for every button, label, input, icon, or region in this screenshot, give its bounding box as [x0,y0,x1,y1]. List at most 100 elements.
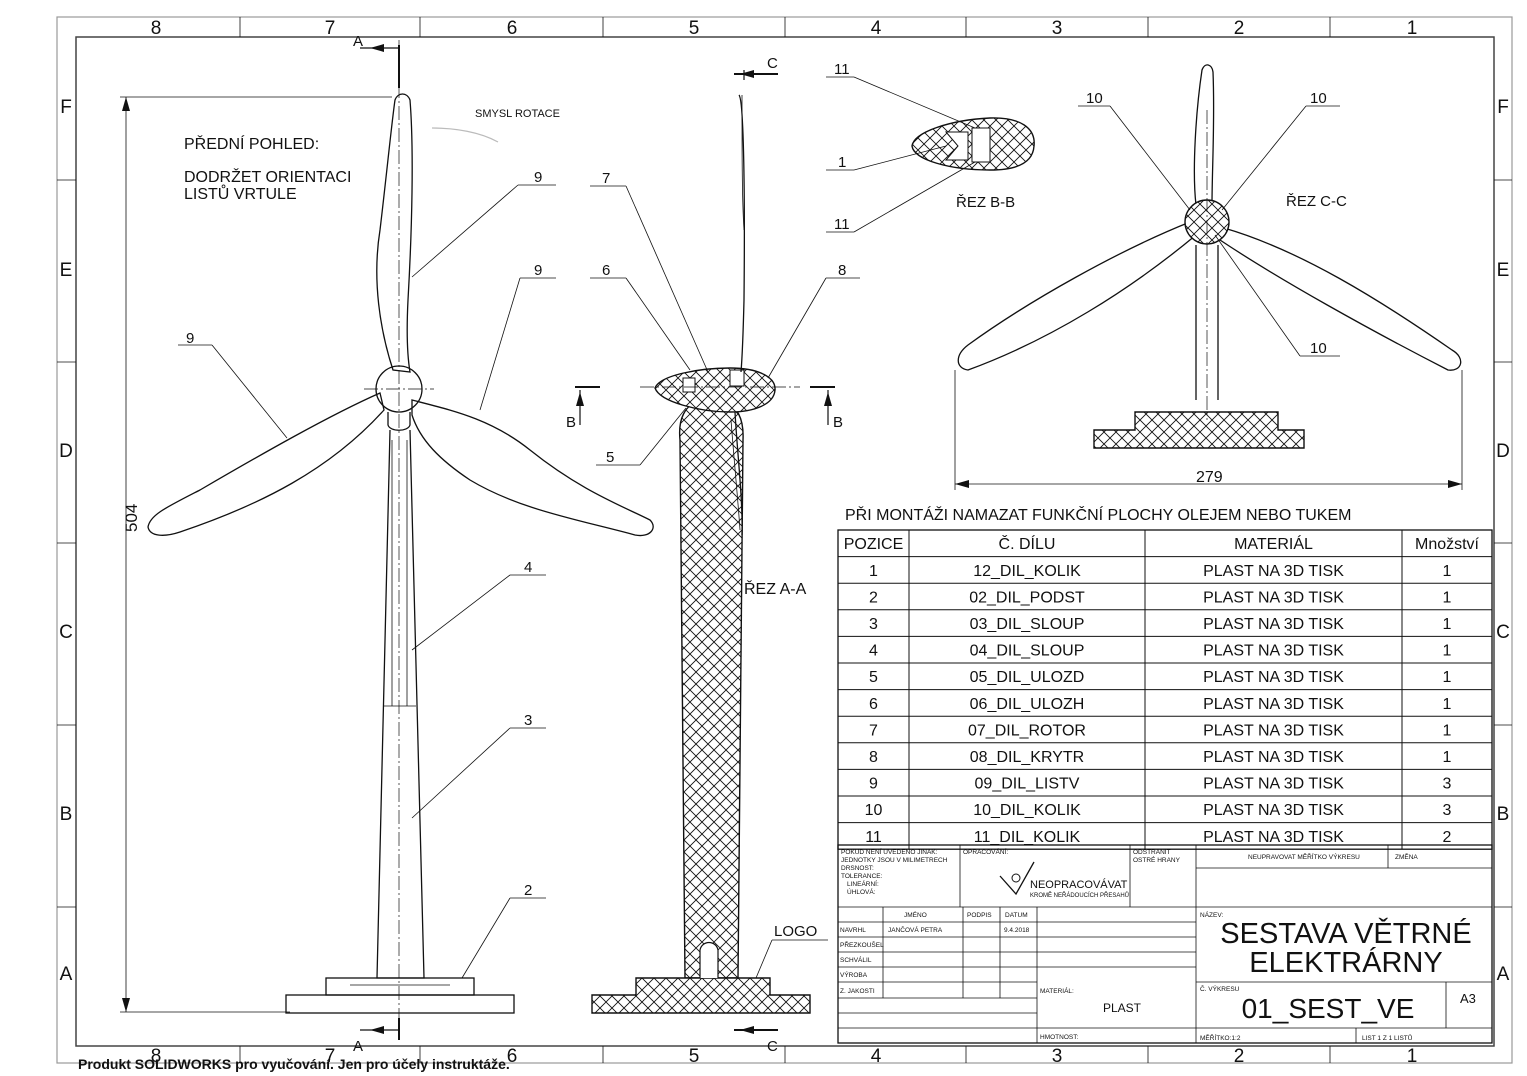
bom-cell-r4-c3: 1 [1443,669,1452,686]
zone-row-e-right: E [1497,260,1510,281]
assembly-note: PŘI MONTÁŽI NAMAZAT FUNKČNÍ PLOCHY OLEJE… [845,505,1351,524]
callout-10-b: 10 [1310,90,1327,107]
tb-sheet: LIST 1 Z 1 LISTŮ [1362,1033,1413,1042]
bom-cell-r0-c3: 1 [1443,563,1452,580]
tb-units-4: TOLERANCE: [841,873,883,880]
section-a-blade-top [738,94,745,373]
bom-cell-r8-c1: 09_DIL_LISTV [975,776,1080,793]
bom-cell-r3-c1: 04_DIL_SLOUP [970,643,1085,660]
section-c-c: 279 10 10 10 ŘEZ C-C [954,64,1463,490]
section-a-a: B B C C ŘEZ A-A 6 7 8 5 LOGO [566,55,860,1055]
bom-header-3: Množství [1415,536,1480,553]
bom-cell-r10-c2: PLAST NA 3D TISK [1203,829,1344,846]
bom-cell-r4-c0: 5 [869,669,878,686]
tb-title-label: NÁZEV: [1200,910,1223,919]
bom-cell-r7-c3: 1 [1443,749,1452,766]
tb-material-value: PLAST [1103,1001,1142,1015]
tb-change: ZMĚNA [1395,852,1418,861]
bom-cell-r3-c2: PLAST NA 3D TISK [1203,643,1344,660]
tb-col-name: JMÉNO [904,910,927,919]
tb-units-5: LINEÁRNÍ: [847,879,879,888]
rotation-label: SMYSL ROTACE [475,108,560,120]
section-c-c-label: ŘEZ C-C [1286,193,1347,210]
tb-finish-sub: KROMĚ NEŘÁDOUCÍCH PŘESAHŮ [1030,891,1129,899]
bom-cell-r1-c3: 1 [1443,589,1452,606]
section-a-a-label: ŘEZ A-A [744,579,807,598]
bom-cell-r2-c0: 3 [869,616,878,633]
zone-col-8-bottom: 8 [151,1046,162,1067]
bom-cell-r0-c0: 1 [869,563,878,580]
tb-dwg-no: 01_SEST_VE [1242,993,1415,1024]
bom-cell-r1-c2: PLAST NA 3D TISK [1203,589,1344,606]
tb-size: A3 [1460,991,1476,1006]
tb-production: VÝROBA [840,970,868,979]
front-view: 504 A A PŘEDNÍ POHLED: DODRŽET ORIENTACI… [120,33,654,1055]
bom-cell-r10-c3: 2 [1443,829,1452,846]
zone-col-6-bottom: 6 [507,1046,518,1067]
tb-finish: OPRACOVÁNÍ: [963,847,1008,856]
zone-row-a-right: A [1497,964,1510,985]
bom-cell-r8-c3: 3 [1443,776,1452,793]
zone-labels-bottom: 8 7 6 5 4 3 2 1 [151,1046,1418,1067]
callout-1: 1 [838,154,846,171]
zone-col-6: 6 [507,18,518,39]
zone-row-b: B [60,804,73,825]
width-dimension: 279 [1196,469,1223,486]
bom-cell-r6-c3: 1 [1443,722,1452,739]
bom-cell-r10-c0: 11 [865,829,882,846]
callout-10-c: 10 [1310,340,1327,357]
tb-finish-value: NEOPRACOVÁVAT [1030,878,1128,891]
zone-row-f: F [60,97,72,118]
callout-7: 7 [602,170,610,187]
section-c-bottom: C [767,1038,778,1055]
callout-6: 6 [602,262,610,279]
callout-9-b: 9 [186,330,194,347]
section-c-blade-left [957,221,1197,371]
bom-cell-r5-c1: 06_DIL_ULOZH [970,696,1085,713]
zone-col-2-bottom: 2 [1234,1046,1245,1067]
bom-cell-r8-c0: 9 [869,776,878,793]
tb-col-date: DATUM [1005,912,1028,919]
bom-cell-r3-c3: 1 [1443,643,1452,660]
bom-cell-r2-c2: PLAST NA 3D TISK [1203,616,1344,633]
zone-labels-right: F E D C B A [1496,97,1510,985]
tower [376,429,425,979]
section-b-left: B [566,414,576,431]
bom-header-0: POZICE [844,536,904,553]
front-view-title: PŘEDNÍ POHLED: [184,134,319,153]
tb-drawn-name: JANČOVÁ PETRA [888,925,943,934]
bom-cell-r7-c0: 8 [869,749,878,766]
zone-ticks [57,17,1512,1063]
bom-cell-r9-c0: 10 [865,802,883,819]
zone-col-3: 3 [1052,18,1063,39]
bom-cell-r9-c1: 10_DIL_KOLIK [973,802,1081,819]
bom-cell-r1-c0: 2 [869,589,878,606]
bom-cell-r6-c0: 7 [869,722,878,739]
section-a-blade-bottom [734,411,743,536]
section-b-b-label: ŘEZ B-B [956,194,1015,211]
zone-col-3-bottom: 3 [1052,1046,1063,1067]
bom-cell-r9-c2: PLAST NA 3D TISK [1203,802,1344,819]
section-b-right: B [833,414,843,431]
bom-header-2: MATERIÁL [1234,534,1313,553]
bom-cell-r8-c2: PLAST NA 3D TISK [1203,776,1344,793]
zone-col-4: 4 [871,18,882,39]
tb-units-3: DRSNOST: [841,865,874,872]
blade-right [411,399,654,537]
zone-row-f-right: F [1497,97,1509,118]
bom-cell-r7-c2: PLAST NA 3D TISK [1203,749,1344,766]
zone-row-d: D [59,441,73,462]
tb-quality: Z. JAKOSTI [840,988,875,995]
zone-col-7-bottom: 7 [325,1046,336,1067]
callout-8: 8 [838,262,846,279]
section-a-top: A [353,33,363,50]
base-step [325,977,475,996]
tb-title-1: SESTAVA VĚTRNÉ [1220,917,1471,950]
zone-col-8: 8 [151,18,162,39]
section-a-nacelle [654,367,776,413]
height-dimension: 504 [122,504,141,532]
section-a-tower [678,399,744,979]
callout-11-a: 11 [834,61,850,78]
